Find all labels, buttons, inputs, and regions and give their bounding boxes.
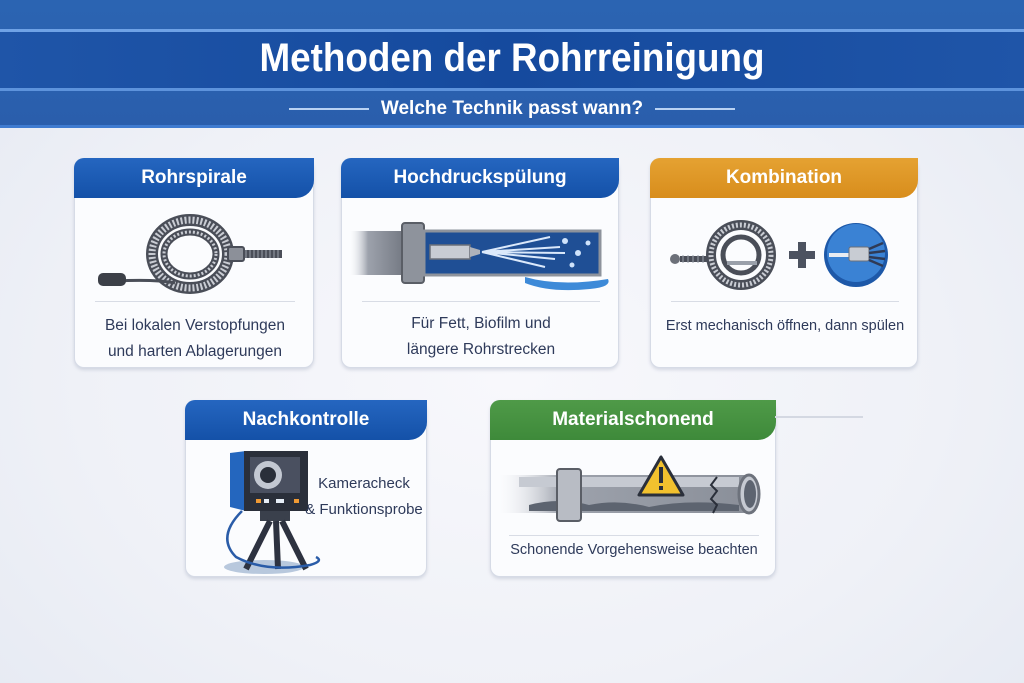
drain-spiral-icon	[98, 214, 282, 294]
damaged-pipe-warning-icon	[499, 455, 761, 522]
description-line: und harten Ablagerungen	[107, 343, 283, 360]
subtitle-rule-right	[655, 108, 736, 110]
description-line: längere Rohrstrecken	[406, 341, 556, 358]
page-title: Methoden der Rohrreinigung	[259, 36, 765, 80]
card-title: Nachkontrolle	[242, 409, 370, 430]
page-subtitle: Welche Technik passt wann?	[380, 98, 644, 119]
card-header: Nachkontrolle	[185, 400, 427, 440]
card-header: Kombination	[650, 158, 918, 198]
card-divider	[95, 301, 295, 302]
description-line: Für Fett, Biofilm und	[411, 315, 551, 332]
card-title: Kombination	[725, 167, 843, 188]
title-strip	[0, 32, 1024, 88]
card-description: Erst mechanisch öffnen, dann spülen	[651, 313, 919, 339]
card-header: Hochdruckspülung	[341, 158, 619, 198]
high-pressure-jet-pipe-icon	[350, 222, 609, 291]
banner-rule-bottom	[0, 88, 1024, 91]
banner-rule-top	[0, 29, 1024, 32]
card-title: Rohrspirale	[141, 167, 247, 188]
card-description: Bei lokalen Verstopfungen und harten Abl…	[75, 313, 315, 365]
card-rohrspirale: Rohrspirale Bei lokalen Verstopfungen un…	[74, 158, 314, 368]
card-kombination: Kombination Erst mechanisch öffnen, dann…	[650, 158, 918, 368]
card-header: Materialschonend	[490, 400, 776, 440]
card-description: Für Fett, Biofilm und längere Rohrstreck…	[342, 311, 620, 363]
spiral-plus-jet-icon	[670, 220, 888, 290]
description-line: & Funktionsprobe	[305, 501, 423, 518]
subtitle-rule-left	[288, 108, 369, 110]
description-line: Erst mechanisch öffnen, dann spülen	[665, 318, 905, 334]
card-divider	[362, 301, 600, 302]
card-description: Schonende Vorgehensweise beachten	[491, 537, 777, 563]
header-banner	[0, 0, 1024, 128]
card-header: Rohrspirale	[74, 158, 314, 198]
description-line: Kameracheck	[318, 475, 410, 492]
decorative-rule	[775, 416, 863, 418]
card-title: Materialschonend	[552, 409, 714, 430]
card-hochdruckspuelung: Hochdruckspülung Für Fett, Biofilm und l…	[341, 158, 619, 368]
description-line: Bei lokalen Verstopfungen	[104, 317, 286, 334]
card-nachkontrolle: Nachkontrolle Kameracheck & Funktionspro…	[185, 400, 427, 577]
card-materialschonend: Materialschonend Schonende Vorgehensweis…	[490, 400, 776, 577]
card-divider	[509, 535, 759, 536]
card-divider	[671, 301, 899, 302]
inspection-camera-icon	[224, 451, 321, 574]
card-title: Hochdruckspülung	[393, 167, 567, 188]
card-description: Kameracheck & Funktionsprobe	[304, 471, 424, 523]
description-line: Schonende Vorgehensweise beachten	[510, 542, 758, 558]
subtitle-row: Welche Technik passt wann?	[0, 96, 1024, 122]
banner-edge	[0, 125, 1024, 128]
